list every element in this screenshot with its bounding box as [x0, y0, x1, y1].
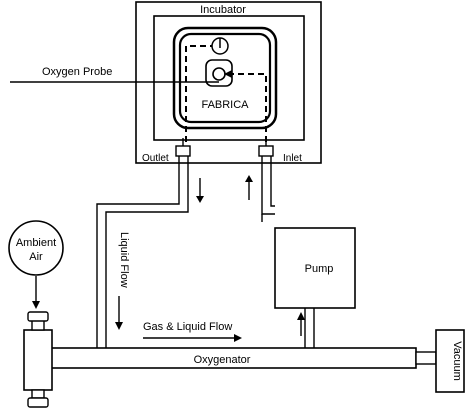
oxygen-probe-label: Oxygen Probe — [42, 66, 112, 78]
ambient-air-label-line2: Air — [29, 251, 43, 263]
internal-flow-path-upper — [185, 45, 212, 142]
air-intake-valve — [27, 311, 49, 322]
vacuum: Vacuum — [435, 329, 465, 393]
gas-liquid-flow-indicator: Gas & Liquid Flow — [143, 321, 242, 342]
vacuum-connector — [415, 351, 437, 365]
pump-up-arrow — [297, 312, 305, 320]
ambient-air-label-line1: Ambient — [16, 237, 56, 249]
outlet-tube-outer — [96, 156, 180, 348]
outlet-tube-inner — [105, 156, 189, 348]
inlet-tube-inner — [270, 156, 275, 207]
liquid-flow-arrow — [115, 322, 123, 330]
oxygenator-label: Oxygenator — [194, 354, 251, 366]
pump-label: Pump — [305, 263, 334, 275]
inlet-up-arrow — [245, 175, 253, 182]
outlet-port — [175, 145, 191, 157]
pump: Pump — [274, 227, 356, 336]
fabrica-chamber: FABRICA — [172, 26, 278, 142]
pump-box — [274, 227, 356, 309]
oxygenator-left-cap — [23, 329, 53, 391]
liquid-flow-indicator: Liquid Flow — [115, 232, 130, 330]
gas-liquid-flow-label: Gas & Liquid Flow — [143, 321, 232, 333]
oxygenator-bottom-valve — [27, 397, 49, 408]
probe-tip-circle — [212, 67, 226, 81]
oxygenator: Oxygenator — [23, 311, 437, 408]
inlet-label: Inlet — [283, 153, 302, 164]
ambient-air: Ambient Air — [8, 220, 64, 309]
oxygen-probe: Oxygen Probe — [10, 66, 219, 83]
incubator-ports: Outlet Inlet — [142, 138, 302, 164]
liquid-flow-label: Liquid Flow — [118, 232, 130, 288]
vacuum-label: Vacuum — [451, 341, 463, 381]
incubator-label: Incubator — [200, 4, 246, 16]
port-flow-arrows — [196, 175, 253, 203]
oxygenator-bottom-neck — [31, 389, 45, 399]
internal-flow-path-lower — [226, 73, 267, 142]
tubing — [96, 156, 315, 348]
vacuum-box — [435, 329, 465, 393]
fabrica-label: FABRICA — [201, 99, 249, 111]
ambient-air-circle — [8, 220, 64, 276]
ambient-air-down-arrow — [32, 301, 40, 309]
outlet-down-arrow — [196, 196, 204, 203]
gas-liquid-flow-arrow — [234, 334, 242, 342]
outlet-label: Outlet — [142, 153, 169, 164]
internal-flow-arrowhead — [224, 70, 232, 78]
inlet-port — [258, 145, 274, 157]
